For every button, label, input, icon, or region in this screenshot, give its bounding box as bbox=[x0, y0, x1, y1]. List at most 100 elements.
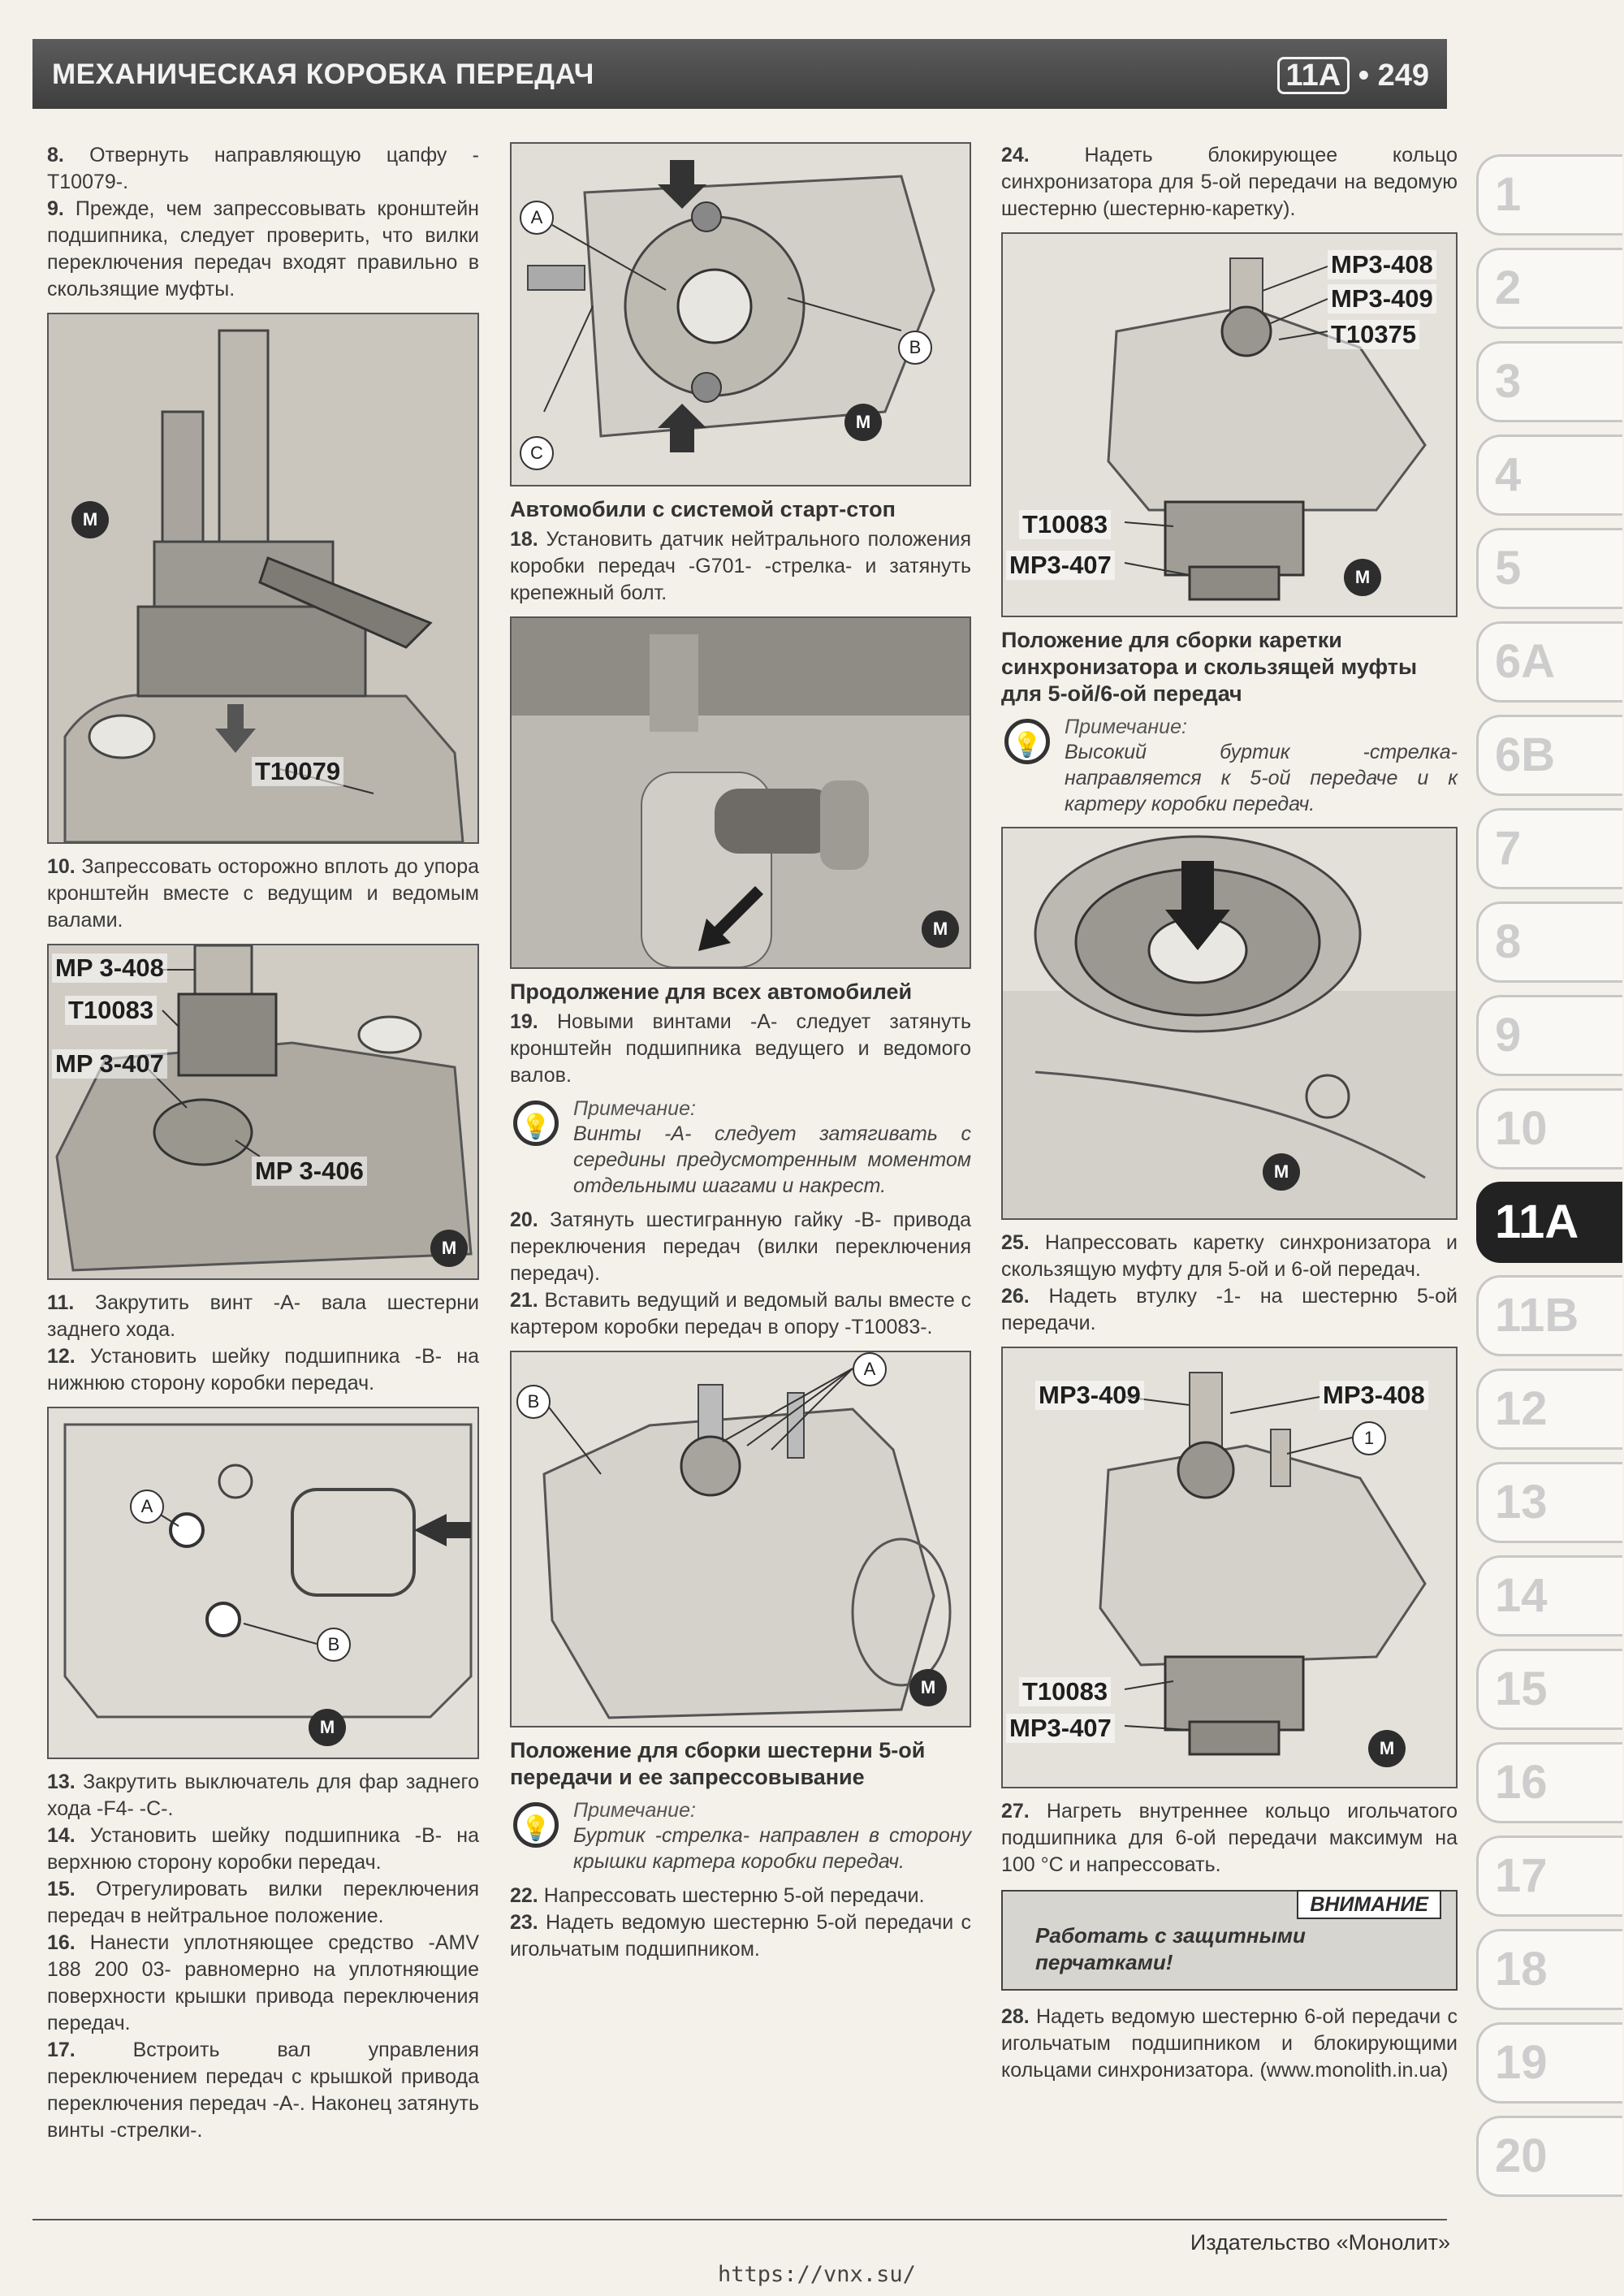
steps-group: 19. Новыми винтами -А- следует затянуть … bbox=[510, 1009, 971, 1089]
callout-1: 1 bbox=[1352, 1421, 1386, 1455]
chapter-tab-6a[interactable]: 6A bbox=[1476, 621, 1622, 703]
note-box: 💡 Примечание: Винты -А- следует затягива… bbox=[510, 1097, 971, 1199]
publisher-name: Издательство «Монолит» bbox=[1190, 2230, 1450, 2255]
callout-a: A bbox=[853, 1352, 887, 1386]
chapter-tab-11a[interactable]: 11A bbox=[1476, 1182, 1622, 1263]
label-mp3-409: MP3-409 bbox=[1035, 1381, 1144, 1410]
chapter-tab-13[interactable]: 13 bbox=[1476, 1462, 1622, 1543]
callout-b: B bbox=[898, 331, 932, 365]
step-text: Прежде, чем запрессовывать кронштейн под… bbox=[47, 197, 479, 301]
figure-drawing bbox=[512, 618, 970, 967]
footer-divider bbox=[32, 2219, 1447, 2220]
figure-drawing bbox=[49, 314, 477, 842]
step-number: 13. bbox=[47, 1771, 76, 1793]
chapter-tab-15[interactable]: 15 bbox=[1476, 1649, 1622, 1730]
instruction-step: 8. Отвернуть направляющую цапфу -T10079-… bbox=[47, 142, 479, 196]
chapter-tab-3[interactable]: 3 bbox=[1476, 341, 1622, 422]
step-text: Напрессовать шестерню 5-ой передачи. bbox=[543, 1884, 925, 1907]
chapter-tab-7[interactable]: 7 bbox=[1476, 808, 1622, 889]
label-mp3-409: MP3-409 bbox=[1328, 284, 1436, 313]
chapter-tab-18[interactable]: 18 bbox=[1476, 1929, 1622, 2010]
section-caption: Продолжение для всех автомобилей bbox=[510, 979, 913, 1004]
instruction-step: 21. Вставить ведущий и ведомый валы вмес… bbox=[510, 1287, 971, 1341]
instruction-step: 9. Прежде, чем запрессовывать кронштейн … bbox=[47, 196, 479, 303]
chapter-tab-5[interactable]: 5 bbox=[1476, 528, 1622, 609]
step-text: Напрессовать каретку синхронизатора и ск… bbox=[1001, 1231, 1458, 1281]
step-text: Нанести уплотняющее средство -AMV 188 20… bbox=[47, 1931, 479, 2034]
step-number: 14. bbox=[47, 1824, 76, 1847]
callout-a: A bbox=[520, 201, 554, 235]
warning-box: ВНИМАНИЕ Работать с защитными перчатками… bbox=[1001, 1890, 1458, 1991]
chapter-tab-14[interactable]: 14 bbox=[1476, 1555, 1622, 1637]
lightbulb-icon: 💡 bbox=[513, 1100, 559, 1146]
warning-title: ВНИМАНИЕ bbox=[1297, 1890, 1441, 1919]
instruction-step: 15. Отрегулировать вилки переключения пе… bbox=[47, 1876, 479, 1930]
label-mp3-407: MP3-407 bbox=[1006, 1714, 1115, 1743]
steps-group: 18. Установить датчик нейтрального полож… bbox=[510, 526, 971, 607]
steps-group: 10. Запрессовать осторожно вплоть до упо… bbox=[47, 854, 479, 934]
monolith-logo: M bbox=[430, 1230, 468, 1267]
step-text: Затянуть шестигранную гайку -В- привода … bbox=[510, 1209, 971, 1285]
callout-b: B bbox=[317, 1628, 351, 1662]
label-mp3-408: MP 3-408 bbox=[52, 953, 167, 983]
step-number: 19. bbox=[510, 1010, 538, 1033]
column-3: 24. Надеть блокирующее кольцо синхрониза… bbox=[1001, 142, 1458, 2084]
figure-shaft-assembly: T10079 M bbox=[47, 313, 479, 844]
step-text: Отрегулировать вилки переключения переда… bbox=[47, 1878, 479, 1927]
note-title: Примечание: bbox=[1065, 716, 1187, 738]
chapter-tab-12[interactable]: 12 bbox=[1476, 1369, 1622, 1450]
steps-group: 28. Надеть ведомую шестерню 6-ой передач… bbox=[1001, 2004, 1458, 2084]
instruction-step: 14. Установить шейку подшипника -В- на в… bbox=[47, 1823, 479, 1876]
figure-bushing: MP3-409 MP3-408 1 T10083 MP3-407 M bbox=[1001, 1347, 1458, 1788]
step-number: 15. bbox=[47, 1878, 76, 1900]
chapter-tab-17[interactable]: 17 bbox=[1476, 1836, 1622, 1917]
step-number: 12. bbox=[47, 1345, 76, 1368]
note-box: 💡 Примечание: Высокий буртик -стрелка- н… bbox=[1001, 716, 1458, 817]
step-number: 28. bbox=[1001, 2005, 1030, 2028]
step-number: 25. bbox=[1001, 1231, 1030, 1254]
chapter-tab-10[interactable]: 10 bbox=[1476, 1088, 1622, 1170]
chapter-tab-16[interactable]: 16 bbox=[1476, 1742, 1622, 1823]
section-caption: Положение для сборки каретки синхронизат… bbox=[1001, 628, 1418, 706]
instruction-step: 13. Закрутить выключатель для фар заднег… bbox=[47, 1769, 479, 1823]
step-number: 11. bbox=[47, 1291, 75, 1314]
note-title: Примечание: bbox=[573, 1799, 696, 1822]
step-text: Установить датчик нейтрального положения… bbox=[510, 528, 971, 604]
chapter-tab-6b[interactable]: 6B bbox=[1476, 715, 1622, 796]
step-number: 18. bbox=[510, 528, 538, 551]
chapter-tab-19[interactable]: 19 bbox=[1476, 2022, 1622, 2104]
label-t10375: T10375 bbox=[1328, 320, 1420, 349]
step-number: 8. bbox=[47, 144, 64, 166]
label-mp3-407: MP3-407 bbox=[1006, 551, 1115, 580]
step-number: 22. bbox=[510, 1884, 538, 1907]
instruction-step: 12. Установить шейку подшипника -В- на н… bbox=[47, 1343, 479, 1397]
step-text: Надеть втулку -1- на шестерню 5-ой перед… bbox=[1001, 1285, 1458, 1334]
chapter-tab-8[interactable]: 8 bbox=[1476, 902, 1622, 983]
figure-drawing bbox=[1003, 828, 1456, 1218]
note-text: Буртик -стрелка- направлен в сторону кры… bbox=[573, 1824, 971, 1873]
monolith-logo: M bbox=[309, 1709, 346, 1746]
chapter-tab-1[interactable]: 1 bbox=[1476, 154, 1622, 236]
chapter-tab-9[interactable]: 9 bbox=[1476, 995, 1622, 1076]
steps-group: 8. Отвернуть направляющую цапфу -T10079-… bbox=[47, 142, 479, 303]
warning-text: Работать с защитными перчатками! bbox=[1035, 1923, 1306, 1974]
chapter-tab-11b[interactable]: 11B bbox=[1476, 1275, 1622, 1356]
instruction-step: 11. Закрутить винт -А- вала шестерни зад… bbox=[47, 1290, 479, 1343]
figure-synchro-ring: M bbox=[1001, 827, 1458, 1220]
step-text: Отвернуть направляющую цапфу -T10079-. bbox=[47, 144, 479, 193]
lightbulb-icon: 💡 bbox=[513, 1802, 559, 1848]
chapter-tab-20[interactable]: 20 bbox=[1476, 2116, 1622, 2197]
figure-fifth-gear-position: A B M bbox=[510, 1351, 971, 1727]
chapter-tab-4[interactable]: 4 bbox=[1476, 435, 1622, 516]
steps-group: 22. Напрессовать шестерню 5-ой передачи.… bbox=[510, 1883, 971, 1963]
steps-group: 20. Затянуть шестигранную гайку -В- прив… bbox=[510, 1207, 971, 1341]
label-mp3-408: MP3-408 bbox=[1328, 250, 1436, 279]
note-box: 💡 Примечание: Буртик -стрелка- направлен… bbox=[510, 1799, 971, 1874]
page-number: 249 bbox=[1377, 58, 1429, 93]
instruction-step: 25. Напрессовать каретку синхронизатора … bbox=[1001, 1230, 1458, 1283]
callout-c: C bbox=[520, 436, 554, 470]
step-number: 21. bbox=[510, 1289, 538, 1312]
chapter-tab-2[interactable]: 2 bbox=[1476, 248, 1622, 329]
instruction-step: 28. Надеть ведомую шестерню 6-ой передач… bbox=[1001, 2004, 1458, 2084]
column-2: A B C M Автомобили с системой старт-стоп… bbox=[510, 142, 971, 1963]
